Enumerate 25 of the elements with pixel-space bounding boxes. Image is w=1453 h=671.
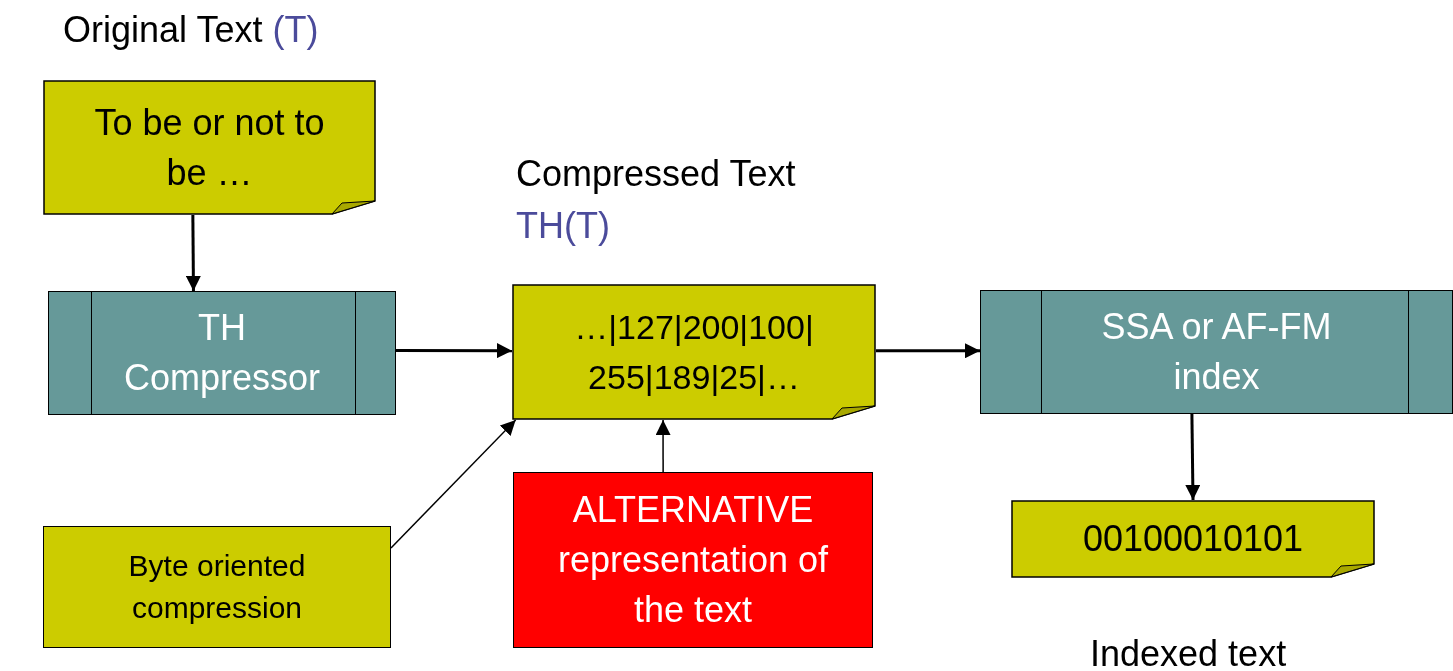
arrow <box>655 419 671 473</box>
arrow <box>1185 413 1201 501</box>
text-box <box>43 526 391 648</box>
node-text: Byte oriented compression <box>127 548 307 626</box>
highlight-box <box>513 472 873 648</box>
caption-text: TH(T) <box>516 204 611 248</box>
sticky-note <box>1011 500 1375 578</box>
node-text: SSA or AF-FM index <box>1100 305 1333 399</box>
sticky-note <box>512 284 876 420</box>
arrow <box>876 343 980 359</box>
arrow <box>396 343 512 359</box>
caption-text: (T) <box>272 9 319 50</box>
caption-text: Compressed Text <box>516 153 796 194</box>
node-text: ALTERNATIVE representation of the text <box>556 488 830 632</box>
node-text: 00100010101 <box>1082 517 1304 561</box>
node-text: To be or not to be … <box>93 100 326 195</box>
arrow <box>390 419 517 549</box>
arrow <box>185 215 201 291</box>
sticky-note <box>43 80 376 215</box>
node-text: TH Compressor <box>122 306 322 400</box>
caption-text: Original Text <box>63 9 263 50</box>
node-text: …|127|200|100| 255|189|25|… <box>573 307 815 398</box>
process-box <box>48 291 396 415</box>
process-box <box>980 290 1453 414</box>
caption-text: Indexed text <box>1090 633 1287 671</box>
